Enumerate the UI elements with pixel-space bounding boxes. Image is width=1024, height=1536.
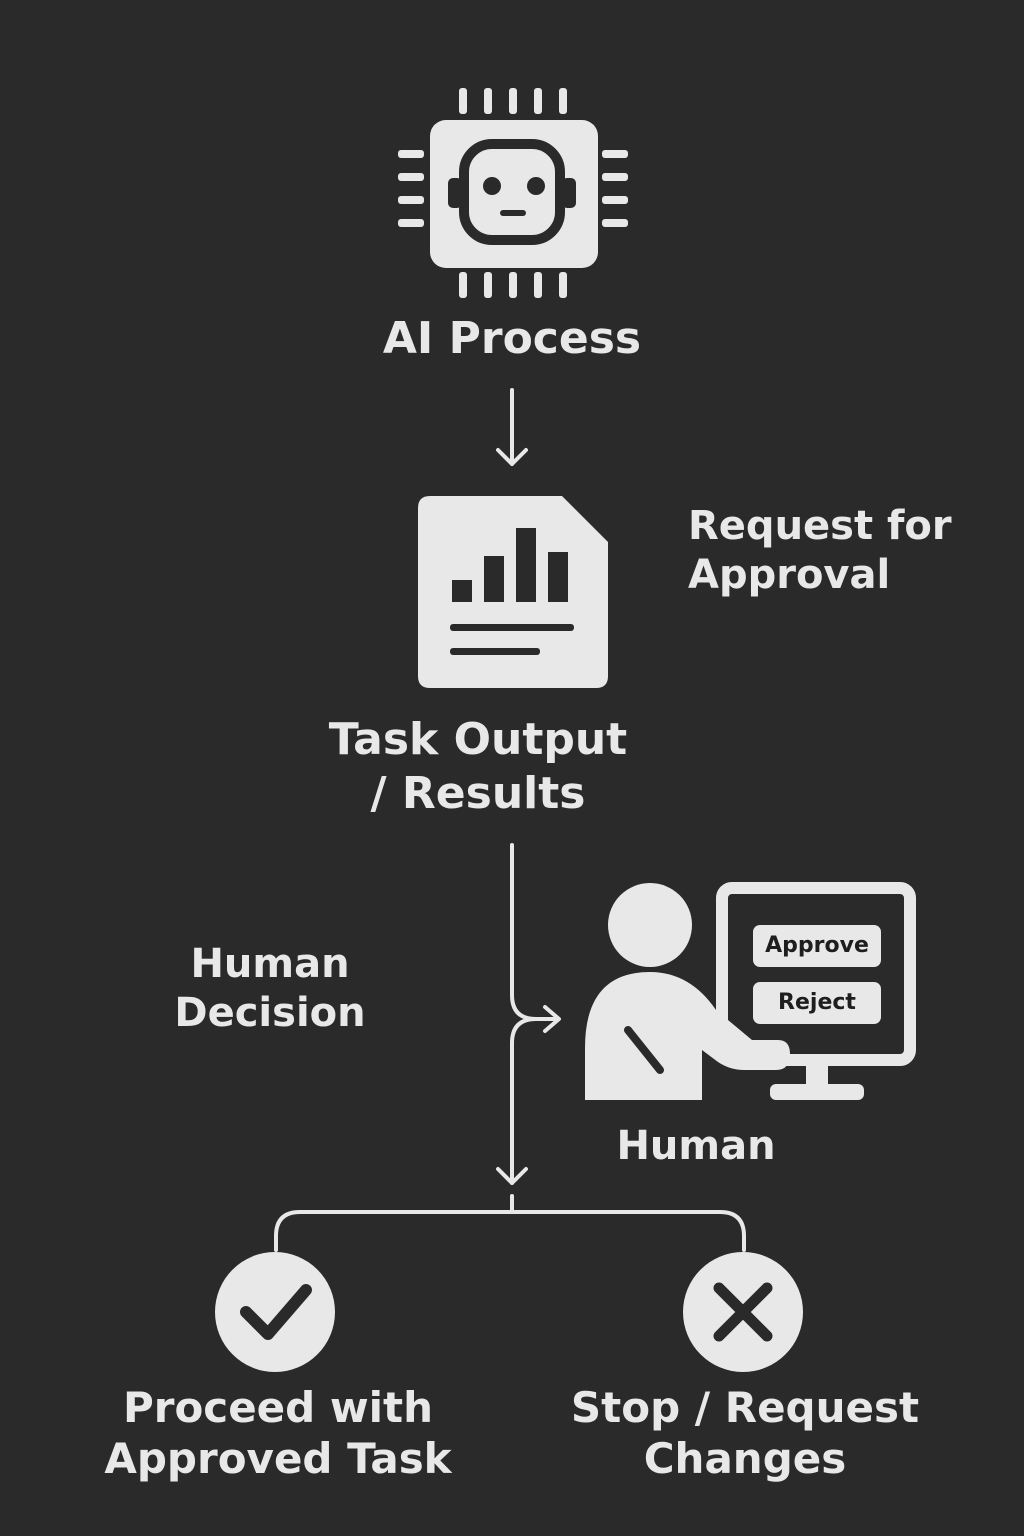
ai-process-label: AI Process: [382, 313, 642, 364]
chart-document-icon: [418, 496, 608, 688]
robot-chip-icon: [398, 88, 628, 298]
task-output-label: Task Output/ Results: [328, 714, 628, 819]
decision-branch: [274, 1194, 746, 1252]
connector-output-to-human: [510, 843, 561, 1033]
reject-button[interactable]: Reject: [753, 982, 881, 1024]
check-circle-icon: [215, 1252, 335, 1372]
approve-button[interactable]: Approve: [753, 925, 881, 967]
person-at-computer-icon: [585, 882, 916, 1100]
human-label: Human: [616, 1123, 776, 1169]
x-circle-icon: [683, 1252, 803, 1372]
connector-human-to-decision: [496, 1017, 538, 1185]
arrow-ai-to-output: [496, 388, 528, 466]
